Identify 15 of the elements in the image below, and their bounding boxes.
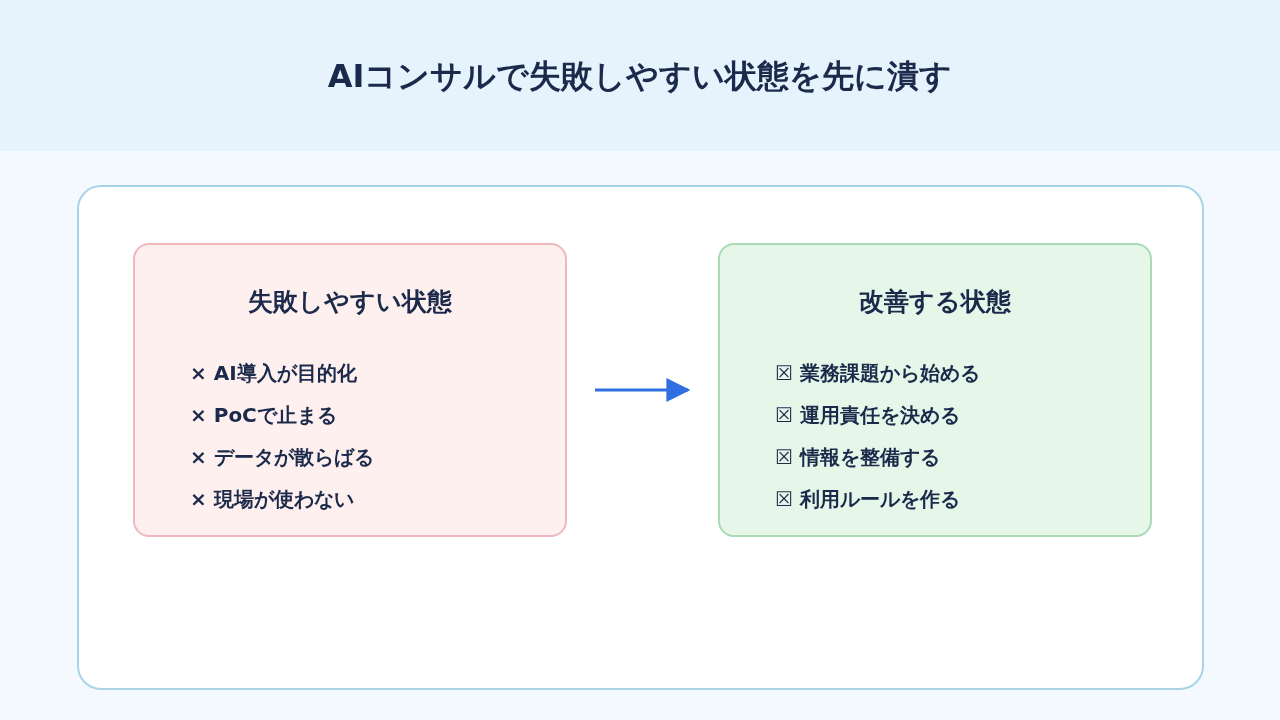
page-title: AIコンサルで失敗しやすい状態を先に潰す (327, 55, 953, 97)
list-item: × 現場が使わない (190, 485, 355, 513)
card-heading: 改善する状態 (859, 286, 1011, 318)
list-item: ☒ 運用責任を決める (775, 401, 961, 429)
solution-card (718, 243, 1152, 537)
list-item: × PoCで止まる (190, 401, 338, 429)
list-item: × データが散らばる (190, 443, 374, 471)
list-item: × AI導入が目的化 (190, 359, 358, 387)
problem-card (133, 243, 567, 537)
list-item: ☒ 利用ルールを作る (775, 485, 961, 513)
panel-background (77, 185, 1204, 690)
list-item: ☒ 業務課題から始める (775, 359, 980, 387)
list-item: ☒ 情報を整備する (775, 443, 941, 471)
arrow (595, 378, 691, 402)
card-heading: 失敗しやすい状態 (248, 286, 452, 318)
